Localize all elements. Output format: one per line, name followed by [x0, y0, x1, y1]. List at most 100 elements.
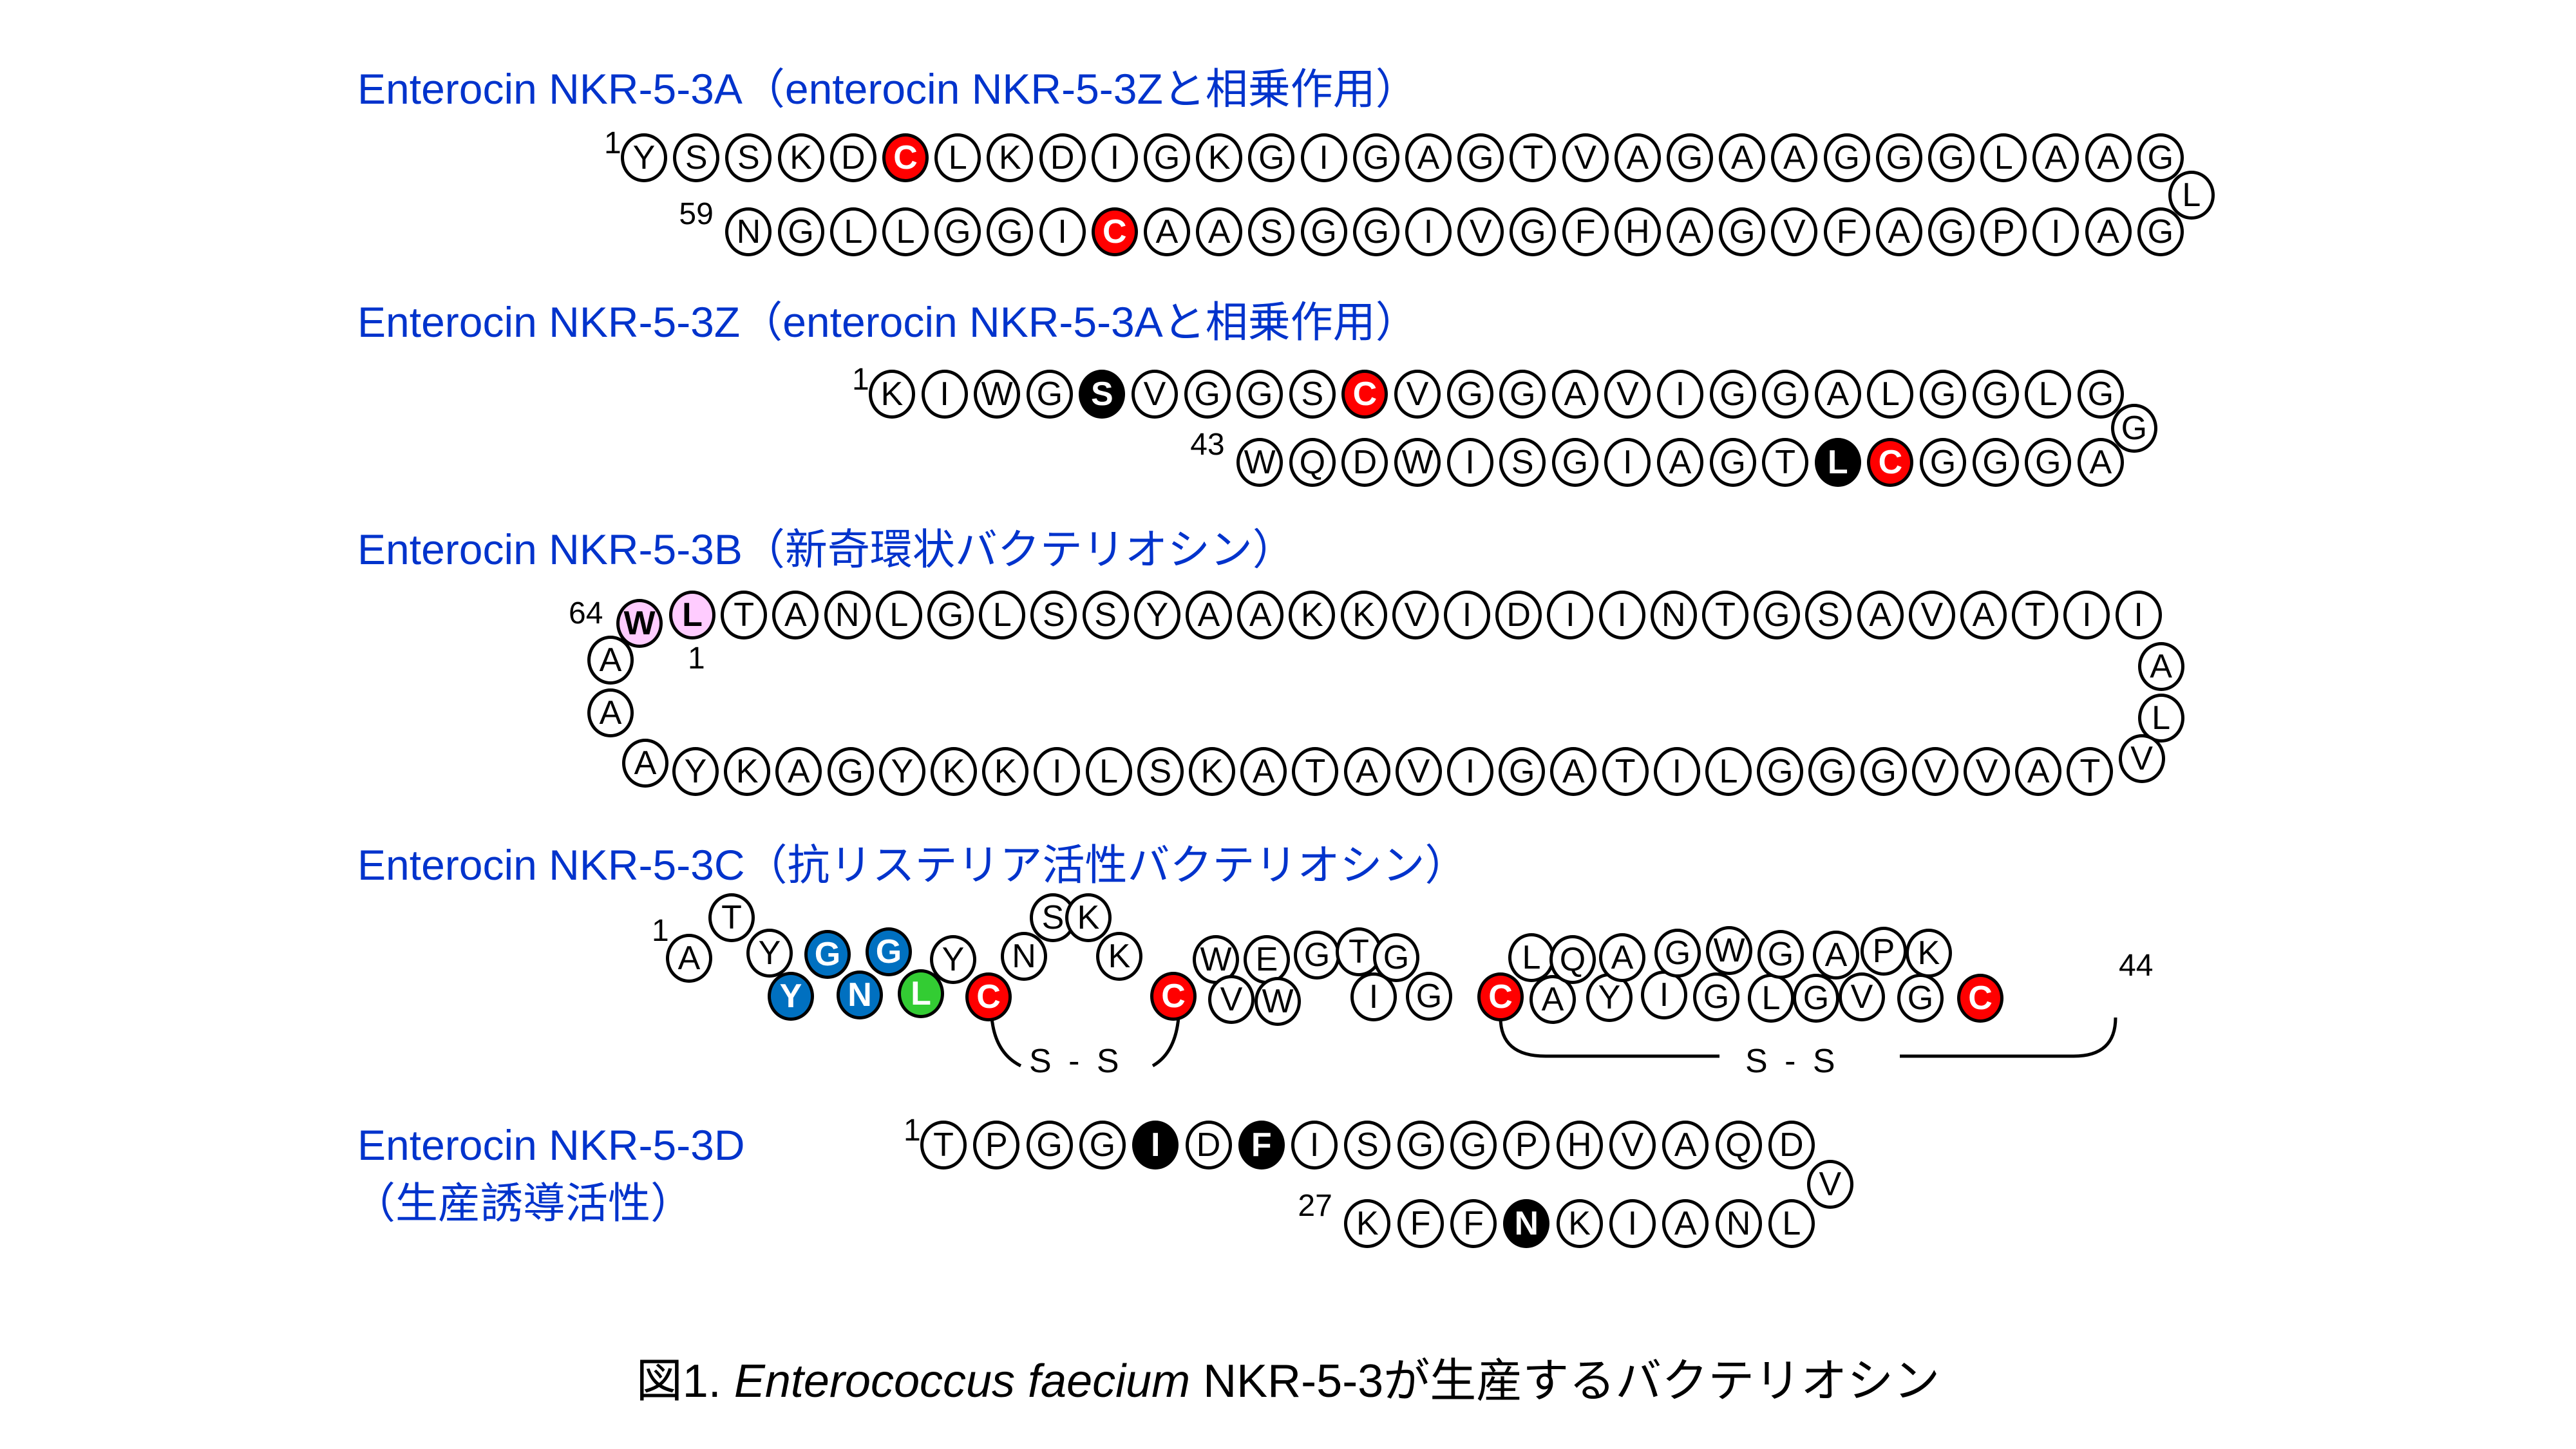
residue-A-row1-9: D	[1039, 133, 1086, 182]
title-enterocin-z: Enterocin NKR-5-3Z（enterocin NKR-5-3Aと相乗…	[357, 298, 1418, 346]
residue-Z-row1-10: C	[1341, 370, 1388, 419]
residue-A-row1-3: S	[725, 133, 772, 182]
residue-A-row1-14: I	[1300, 133, 1347, 182]
residue-Z-row1-16: I	[1657, 370, 1703, 419]
disulfide-bond-1-line-left	[990, 1017, 1022, 1068]
residue-C-seg2-2: V	[1208, 975, 1255, 1024]
disulfide-bond-1-line-right	[1151, 1017, 1180, 1068]
residue-D-row2-5: K	[1556, 1199, 1603, 1248]
residue-A-row1-16: A	[1405, 133, 1452, 182]
residue-A-row2-2: G	[777, 207, 824, 256]
residue-C-seg2-16: I	[1641, 971, 1687, 1019]
residue-B-bottom-17: I	[1447, 747, 1493, 796]
residue-Z-row1-11: V	[1394, 370, 1441, 419]
residue-Z-row1-13: G	[1499, 370, 1546, 419]
residue-B-top-3: A	[772, 591, 819, 639]
residue-B-bottom-2: Y	[672, 747, 719, 796]
residue-Z-row1-8: G	[1236, 370, 1283, 419]
residue-number-A-row2: 59	[679, 197, 714, 231]
residue-B-top-1: L	[669, 591, 715, 639]
residue-D-row2-2: F	[1397, 1199, 1444, 1248]
residue-C-seg2-21: G	[1757, 930, 1804, 979]
title-enterocin-a: Enterocin NKR-5-3A（enterocin NKR-5-3Zと相乗…	[357, 65, 1418, 113]
residue-B-bottom-4: A	[775, 747, 822, 796]
residue-A-row2-26: I	[2032, 207, 2079, 256]
residue-B-top-6: G	[927, 591, 974, 639]
residue-B-bottom-21: I	[1653, 747, 1700, 796]
residue-number-B-1: 1	[688, 641, 705, 676]
residue-D-row1-3: G	[1026, 1121, 1073, 1170]
residue-C-seg2-11: L	[1508, 933, 1555, 982]
residue-A-row2-28: G	[2137, 207, 2184, 256]
residue-B-bottom-15: A	[1343, 747, 1390, 796]
residue-C-seg1-13: K	[1065, 893, 1112, 942]
residue-B-bottom-25: G	[1860, 747, 1907, 796]
residue-C-seg2-19: W	[1706, 926, 1752, 975]
residue-D-row1-14: V	[1609, 1121, 1656, 1170]
residue-B-top-8: S	[1030, 591, 1077, 639]
figure-caption: 図1. Enterococcus faecium NKR-5-3が生産するバクテ…	[0, 1343, 2576, 1410]
residue-C-seg2-26: G	[1897, 974, 1944, 1023]
residue-C-seg1-15: C	[1150, 972, 1197, 1021]
residue-Z-row1-15: V	[1604, 370, 1651, 419]
residue-Z-row1-18: G	[1762, 370, 1809, 419]
residue-A-row2-13: G	[1352, 207, 1399, 256]
residue-D-row1-16: Q	[1715, 1121, 1762, 1170]
residue-B-bottom-6: Y	[878, 747, 925, 796]
residue-C-seg2-14: Y	[1586, 973, 1633, 1022]
residue-D-row2-8: N	[1715, 1199, 1762, 1248]
residue-B-bottom-28: A	[2015, 747, 2062, 796]
residue-A-row1-7: L	[934, 133, 981, 182]
residue-Z-row2-1: W	[1236, 438, 1283, 487]
residue-A-row2-1: N	[725, 207, 772, 256]
residue-Z-row1-7: G	[1184, 370, 1231, 419]
residue-C-seg2-28: C	[1957, 974, 2003, 1023]
caption-prefix: 図1.	[636, 1356, 734, 1407]
residue-number-A-start: 1	[604, 126, 621, 160]
residue-B-top-20: N	[1650, 591, 1697, 639]
residue-D-row1-6: D	[1185, 1121, 1232, 1170]
residue-A-row1-4: K	[777, 133, 824, 182]
residue-A-row2-19: A	[1667, 207, 1713, 256]
residue-A-row2-5: G	[934, 207, 981, 256]
residue-Z-row1-3: W	[974, 370, 1021, 419]
residue-Z-row1-23: L	[2025, 370, 2072, 419]
residue-C-seg2-5: G	[1294, 931, 1340, 980]
residue-C-seg2-22: G	[1793, 974, 1839, 1023]
disulfide-bond-2-line-left	[1499, 1017, 1719, 1058]
residue-A-row1-23: A	[1771, 133, 1818, 182]
residue-D-row2-3: F	[1450, 1199, 1497, 1248]
residue-D-row1-8: I	[1291, 1121, 1338, 1170]
residue-D-row1-15: A	[1662, 1121, 1709, 1170]
residue-B-bottom-27: V	[1964, 747, 2010, 796]
residue-C-seg1-6: N	[837, 971, 883, 1019]
residue-number-D-row2: 27	[1298, 1189, 1332, 1223]
residue-C-seg1-14: K	[1096, 932, 1142, 981]
residue-Z-row2-3: D	[1341, 438, 1388, 487]
residue-A-row1-29: A	[2085, 133, 2132, 182]
residue-C-seg2-27: K	[1906, 929, 1952, 978]
residue-Z-row2-5: I	[1446, 438, 1493, 487]
residue-C-seg2-4: W	[1255, 977, 1301, 1026]
residue-B-top-27: T	[2012, 591, 2059, 639]
residue-B-bottom-12: K	[1189, 747, 1235, 796]
residue-A-row1-22: A	[1719, 133, 1766, 182]
residue-B-top-14: K	[1340, 591, 1387, 639]
residue-B-bottom-11: S	[1137, 747, 1184, 796]
residue-B-right-1: A	[2137, 642, 2184, 691]
residue-Z-row2-10: G	[1709, 438, 1756, 487]
residue-B-top-21: T	[1702, 591, 1748, 639]
residue-B-top-4: N	[824, 591, 871, 639]
residue-B-top-11: A	[1186, 591, 1232, 639]
residue-D-row1-4: G	[1079, 1121, 1126, 1170]
residue-A-row2-3: L	[829, 207, 876, 256]
title-enterocin-d-line1: Enterocin NKR-5-3D	[357, 1121, 745, 1169]
residue-B-bottom-9: I	[1034, 747, 1081, 796]
residue-B-bottom-22: L	[1705, 747, 1752, 796]
residue-A-row1-24: G	[1823, 133, 1870, 182]
residue-Z-row2-9: A	[1657, 438, 1703, 487]
residue-A-row1-2: S	[673, 133, 720, 182]
residue-B-top-16: I	[1444, 591, 1490, 639]
title-enterocin-b: Enterocin NKR-5-3B（新奇環状バクテリオシン）	[357, 526, 1295, 573]
residue-D-turn: V	[1806, 1160, 1853, 1209]
